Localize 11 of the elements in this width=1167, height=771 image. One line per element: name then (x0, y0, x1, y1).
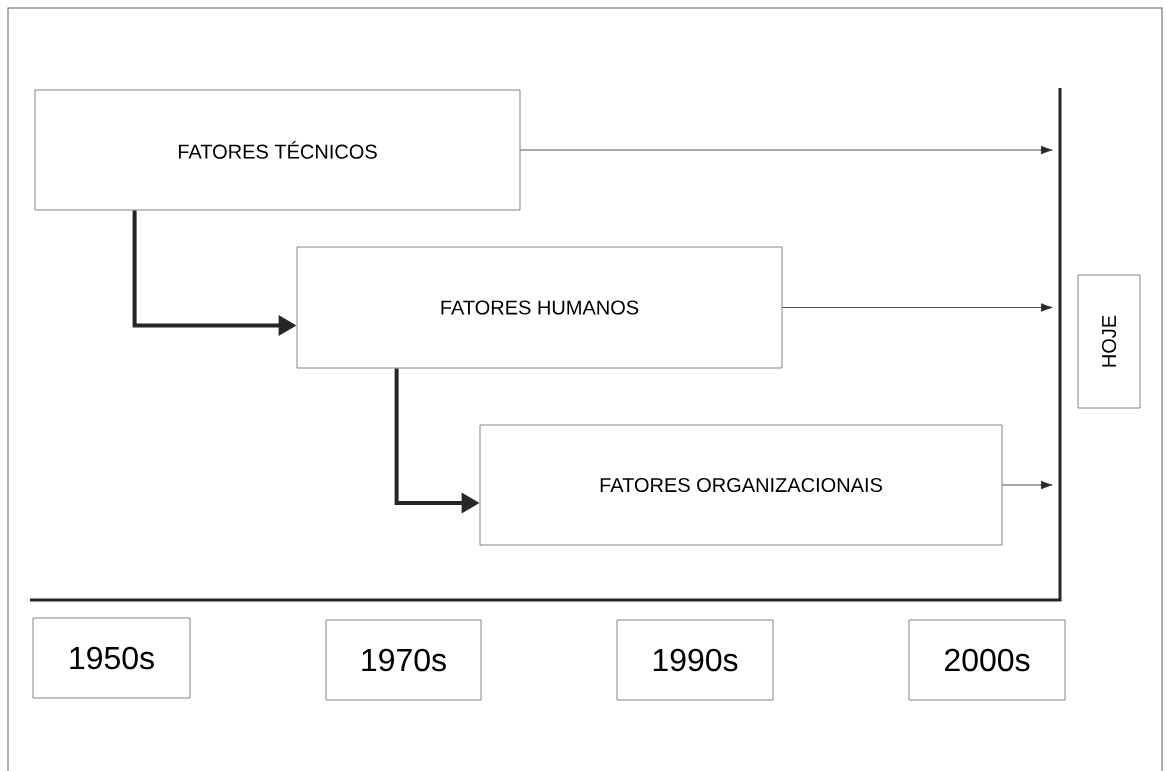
year-box: 1950s (32, 617, 191, 699)
era-box: HOJE (1077, 274, 1141, 409)
year-box: 1990s (616, 619, 774, 701)
factor-box: FATORES ORGANIZACIONAIS (479, 424, 1003, 546)
year-box: 1970s (325, 619, 482, 701)
arrow (782, 303, 1053, 312)
factor-box: FATORES HUMANOS (296, 246, 783, 369)
factor-box: FATORES TÉCNICOS (34, 89, 521, 211)
arrow (1002, 480, 1053, 490)
arrow (520, 145, 1053, 155)
year-box: 2000s (908, 619, 1066, 701)
